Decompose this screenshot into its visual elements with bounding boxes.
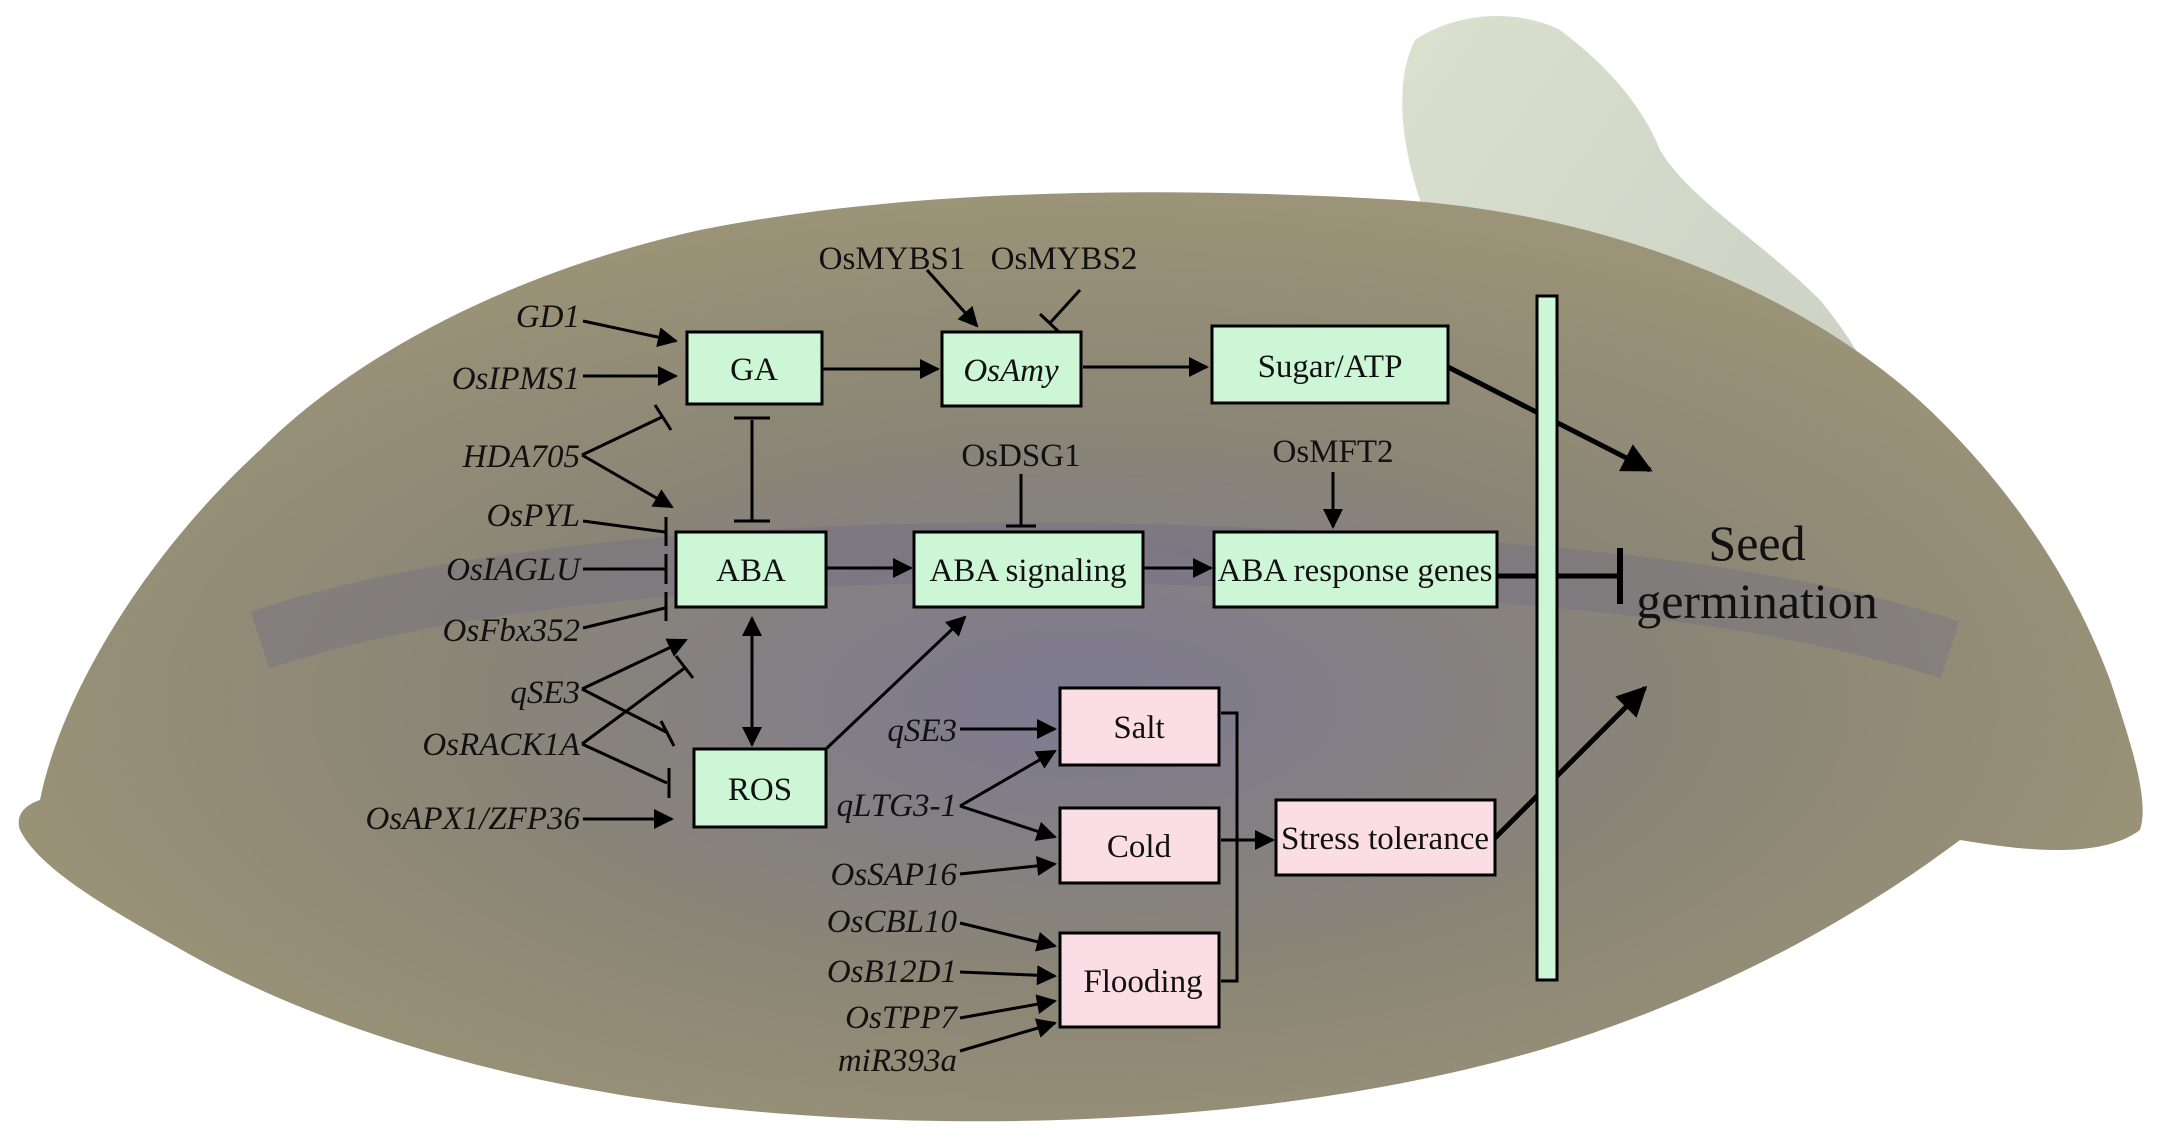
osmybs1-to-osamy-arrow [925,269,979,328]
oscbl10-to-flooding-arrow [959,921,1057,952]
osmybs2-inhibit-bar [1038,312,1061,334]
ga-label: GA [730,352,778,388]
seed-germination-line1: Seed [1708,515,1805,571]
salt-label: Salt [1113,710,1164,746]
osdsg1-label: OsDSG1 [961,438,1080,474]
cold-label: Cold [1107,829,1172,865]
osrack1a-aba-inhibit-bar [674,655,695,679]
seed-ridge [250,522,1960,679]
stress-tolerance-label: Stress tolerance [1281,821,1489,857]
mir393a-to-flooding-arrow [959,1018,1057,1053]
gd1-label: GD1 [516,299,580,335]
stress-bracket [1221,711,1239,983]
gd1-to-ga-arrow [582,319,678,347]
barrier-bar [1535,294,1559,982]
qltg3-1-label: qLTG3-1 [837,788,957,824]
aba-signaling-label: ABA signaling [929,553,1126,589]
salt-box [1058,686,1221,767]
seed-background [18,16,2143,1122]
osrack1a-label: OsRACK1A [422,727,581,763]
mir393a-label: miR393a [838,1043,957,1079]
hda705-to-aba-arrow [581,453,674,509]
osmft2-label: OsMFT2 [1272,434,1393,470]
cold-box [1058,806,1221,885]
qltg3-to-salt-arrow [959,749,1057,808]
flooding-box [1058,931,1221,1029]
qse3-right-label: qSE3 [887,713,957,749]
osb12d1-label: OsB12D1 [827,954,957,990]
osrack1a-to-ros-inhibit [581,742,668,785]
edges [581,269,1653,1053]
seed-germination-line2: germination [1636,573,1878,629]
osamy-label: OsAmy [963,353,1059,389]
aba-signaling-box [912,530,1145,609]
qse3-to-aba-arrow [581,638,688,691]
osrack1a-to-aba-inhibit [581,665,687,746]
hda705-ga-inhibit-bar [653,404,673,431]
ospyl-label: OsPYL [486,498,580,534]
aba-response-box [1212,530,1499,609]
ossap16-to-cold-arrow [959,855,1057,876]
osipms1-label: OsIPMS1 [452,361,580,397]
osb12d1-to-flooding-arrow [959,965,1057,986]
seed-body [18,192,2143,1122]
ostpp7-label: OsTPP7 [845,1000,958,1036]
qse3-left-label: qSE3 [510,675,580,711]
tolerance-to-germination-arrow [1493,685,1648,840]
osfbx352-label: OsFbx352 [443,613,580,649]
osmybs2-to-osamy-inhibit [1048,288,1082,325]
osmybs2-label: OsMYBS2 [991,241,1138,277]
ostpp7-to-flooding-arrow [959,994,1057,1020]
node-labels: GA OsAmy Sugar/ATP ABA ABA signaling ABA… [716,349,1878,1000]
hda705-label: HDA705 [462,439,580,475]
aba-label: ABA [716,553,786,589]
hda705-to-ga-inhibit [581,415,663,457]
ospyl-inhibit [582,519,666,534]
sugar-atp-label: Sugar/ATP [1258,349,1403,385]
osapx1-zfp36-label: OsAPX1/ZFP36 [366,801,581,837]
osamy-box [940,330,1083,408]
ga-box [685,330,824,406]
aba-response-label: ABA response genes [1218,553,1493,589]
oscbl10-label: OsCBL10 [827,904,958,940]
ros-label: ROS [728,772,792,808]
osfbx352-inhibit [582,606,666,630]
aba-box [674,530,828,609]
ossap16-label: OsSAP16 [831,857,958,893]
ros-box [692,747,828,829]
qltg3-to-cold-arrow [959,804,1057,841]
flooding-label: Flooding [1083,964,1202,1000]
regulator-labels: OsMYBS1 OsMYBS2 OsDSG1 OsMFT2 GD1 OsIPMS… [366,241,1394,1079]
osmybs1-label: OsMYBS1 [819,241,966,277]
stress-tolerance-box [1274,798,1497,877]
nodes [674,324,1499,1029]
sugar-atp-box [1210,324,1450,405]
ros-to-signaling-arrow [825,615,967,750]
osiaglu-label: OsIAGLU [446,552,582,588]
qse3-ros-inhibit-bar [659,720,676,747]
